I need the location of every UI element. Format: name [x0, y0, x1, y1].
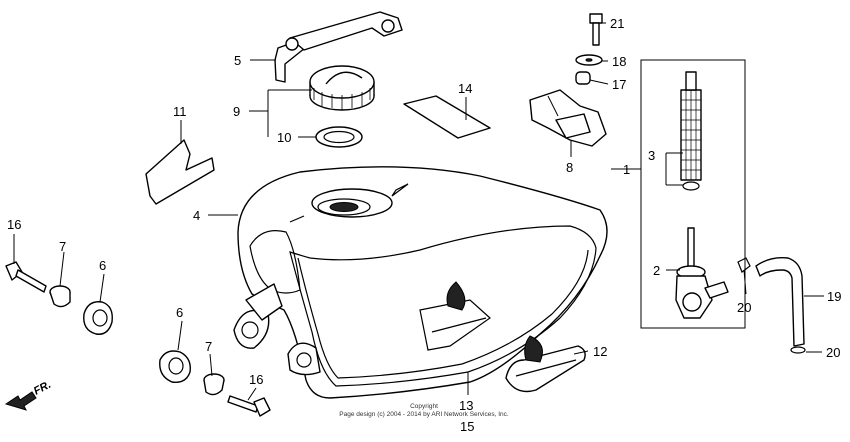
callout-1: 1 — [623, 162, 630, 177]
fuel-valve-frame — [640, 59, 746, 329]
collar-7-left-part — [49, 285, 71, 308]
callout-12: 12 — [593, 344, 607, 359]
callout-5: 5 — [234, 53, 241, 68]
cushion-6-bottom-part — [159, 350, 191, 383]
hose-clip-lower-part — [790, 346, 806, 354]
mount-plate-part — [145, 139, 215, 205]
callout-6-left: 6 — [99, 258, 106, 273]
callout-19: 19 — [827, 289, 841, 304]
copyright-line: Page design (c) 2004 - 2014 by ARI Netwo… — [339, 411, 509, 418]
fuel-cap-part — [309, 65, 375, 111]
cushion-6-left-part — [83, 301, 113, 335]
front-direction-label: FR. — [32, 379, 53, 398]
holder-part — [529, 89, 607, 147]
tank-emblem-part — [505, 335, 586, 393]
callout-6-bottom: 6 — [176, 305, 183, 320]
callout-17: 17 — [612, 77, 626, 92]
fuel-valve-part — [675, 227, 729, 319]
callout-4: 4 — [193, 208, 200, 223]
callout-15: 14 — [458, 81, 472, 96]
callout-20-lower: 20 — [826, 345, 840, 360]
callout-8: 8 — [566, 160, 573, 175]
callout-7-bottom: 7 — [205, 339, 212, 354]
collar-7-bottom-part — [203, 373, 225, 396]
callout-11: 11 — [173, 104, 187, 119]
callout-10: 10 — [277, 130, 291, 145]
decal-label-part — [403, 95, 491, 139]
fuel-hose-part — [755, 256, 805, 347]
cushion-17-part — [575, 71, 591, 85]
callout-7-left: 7 — [59, 239, 66, 254]
hose-clip-upper-part — [737, 257, 751, 273]
callout-13: 13 — [459, 398, 473, 413]
callout-2: 2 — [653, 263, 660, 278]
callout-9: 9 — [233, 104, 240, 119]
copyright-title: Copyright — [410, 403, 438, 410]
strainer-screen-part — [680, 71, 702, 191]
bolt-16-left-part — [5, 261, 47, 293]
front-direction-arrow-icon — [4, 391, 37, 411]
callout-18: 18 — [612, 54, 626, 69]
fuel-tank-part — [233, 166, 608, 399]
cap-gasket-part — [315, 126, 363, 148]
callout-14: 15 — [460, 419, 474, 434]
washer-18-part — [575, 54, 603, 66]
rear-bracket-part — [274, 11, 403, 83]
callout-20-upper: 20 — [737, 300, 751, 315]
bolt-21-part — [589, 13, 603, 46]
callout-21: 21 — [610, 16, 624, 31]
callout-16-left: 16 — [7, 217, 21, 232]
callout-16-bottom: 16 — [249, 372, 263, 387]
callout-3: 3 — [648, 148, 655, 163]
bolt-16-bottom-part — [227, 395, 271, 417]
